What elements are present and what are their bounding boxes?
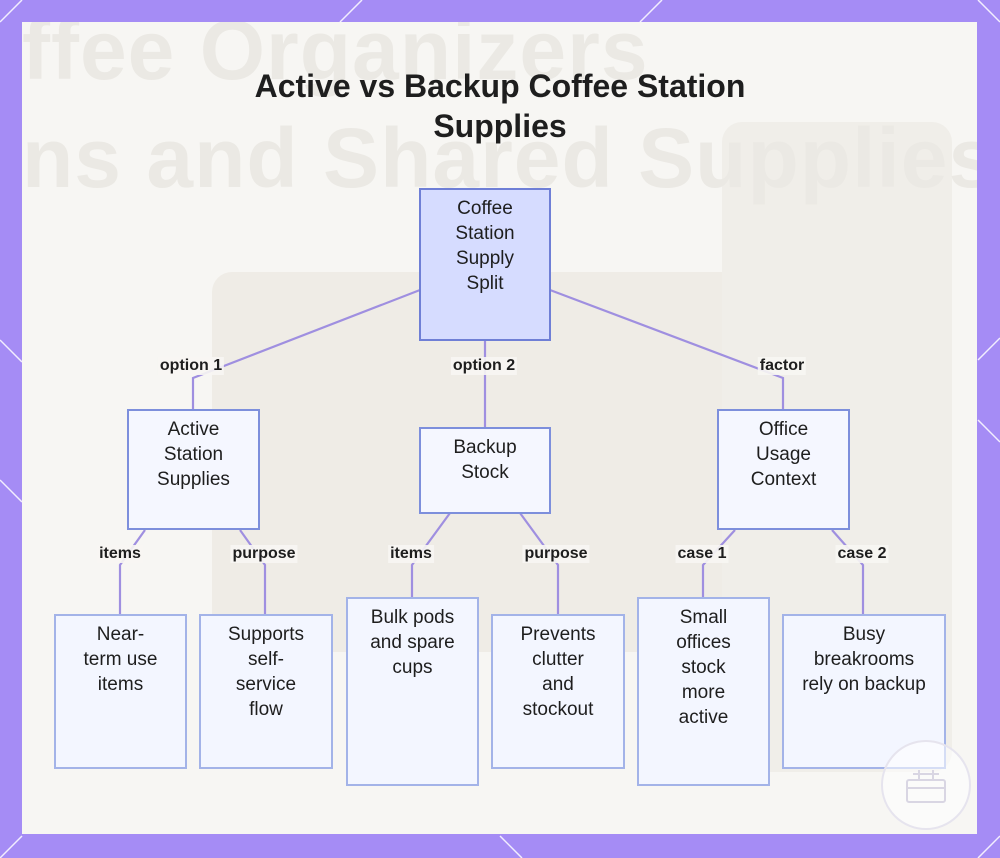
watermark-line-1: ffee Organizers [22, 22, 649, 97]
edge-backup-bulk [410, 512, 451, 598]
node-root: Coffee Station Supply Split [419, 188, 551, 341]
edge-label-case-2: case 2 [835, 545, 889, 563]
edge-active-near [118, 529, 146, 615]
node-active-supplies: Active Station Supplies [127, 409, 260, 530]
node-prevents: Prevents clutter and stockout [491, 614, 625, 769]
edge-context-busy [831, 529, 865, 615]
edge-backup-prevents [519, 512, 560, 615]
diagram-title: Active vs Backup Coffee Station Supplies [0, 66, 1000, 146]
edge-label-items-active: items [97, 545, 143, 563]
edge-label-option-2: option 2 [450, 357, 518, 375]
node-bulk-pods: Bulk pods and spare cups [346, 597, 479, 786]
edge-root-active [191, 288, 421, 410]
edge-root-context [549, 288, 785, 410]
store-icon [906, 770, 946, 803]
edge-label-purpose-backup: purpose [522, 545, 590, 563]
edge-label-factor: factor [757, 357, 807, 375]
node-near-term: Near-term use items [54, 614, 187, 769]
logo-badge [881, 740, 971, 830]
title-line-1: Active vs Backup Coffee Station [254, 68, 746, 104]
edge-active-self [239, 529, 267, 615]
edge-label-purpose-active: purpose [230, 545, 298, 563]
node-office-context: Office Usage Context [717, 409, 850, 530]
node-small-offices: Small offices stock more active [637, 597, 770, 786]
node-backup-stock: Backup Stock [419, 427, 551, 514]
edge-label-option-1: option 1 [157, 357, 225, 375]
edge-label-items-backup: items [388, 545, 434, 563]
edge-label-case-1: case 1 [675, 545, 729, 563]
title-line-2: Supplies [433, 108, 567, 144]
edge-context-small [701, 529, 736, 598]
node-self-service: Supports self-service flow [199, 614, 333, 769]
